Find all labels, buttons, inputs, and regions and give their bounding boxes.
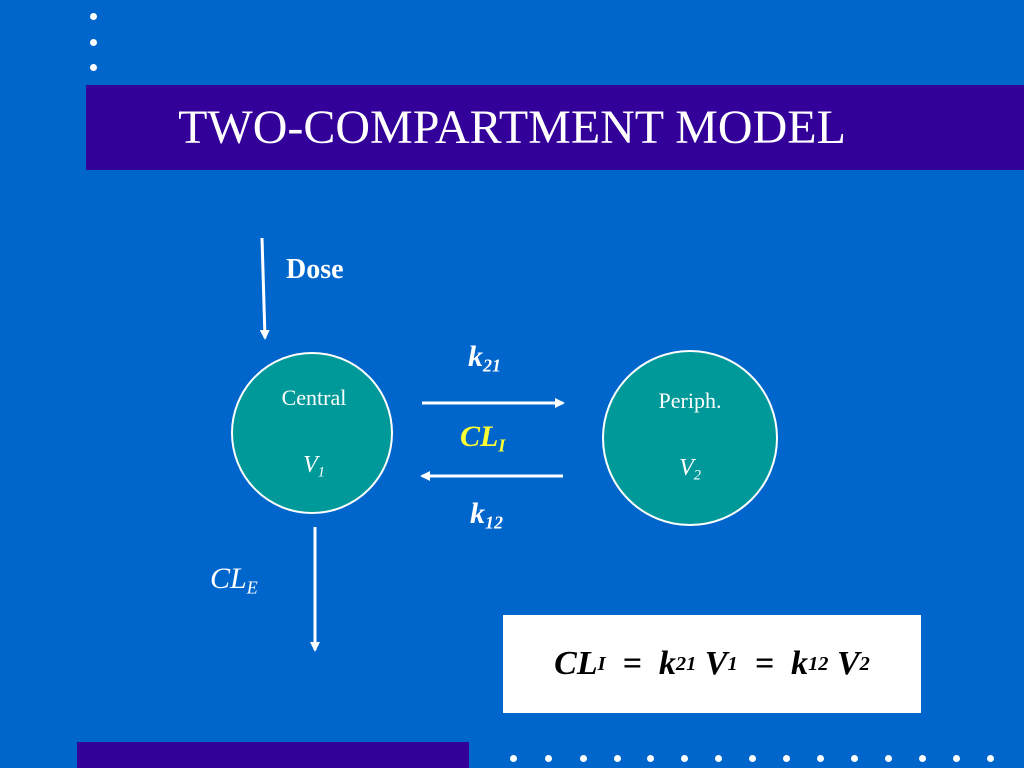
k12-label: k12	[470, 497, 503, 533]
decor-dot	[919, 755, 926, 762]
decor-dot	[885, 755, 892, 762]
decor-dot	[614, 755, 621, 762]
peripheral-compartment-volume: V2	[620, 455, 760, 484]
rate-subscript: 21	[483, 355, 501, 376]
decor-dot	[953, 755, 960, 762]
dose-label: Dose	[286, 254, 344, 285]
rate-subscript: 12	[485, 512, 503, 533]
decor-dot	[510, 755, 517, 762]
decor-dot	[749, 755, 756, 762]
decor-dot	[817, 755, 824, 762]
bottom-band	[77, 742, 469, 768]
rate-symbol: k	[468, 340, 483, 373]
dose-arrow	[259, 237, 270, 340]
eq-subscript: 2	[859, 652, 870, 675]
eq-subscript: 12	[808, 652, 829, 675]
eq-term: V	[696, 645, 728, 682]
decor-dot	[783, 755, 790, 762]
decor-dot	[90, 39, 97, 46]
eq-term: V	[828, 645, 860, 682]
eq-subscript: I	[597, 652, 606, 675]
k21-label: k21	[468, 340, 501, 376]
volume-symbol: V	[679, 455, 694, 481]
elimination-clearance-label: CLE	[210, 562, 258, 598]
central-compartment-name: Central	[281, 385, 347, 410]
clearance-subscript: E	[246, 577, 258, 598]
intercompartmental-clearance-label: CLI	[460, 420, 505, 456]
decor-dot	[90, 13, 97, 20]
decor-dot	[545, 755, 552, 762]
decor-dot	[851, 755, 858, 762]
decor-dot	[681, 755, 688, 762]
clearance-subscript: I	[498, 435, 506, 456]
decor-dot	[647, 755, 654, 762]
clearance-symbol: CL	[210, 562, 247, 595]
eq-term: CL	[554, 645, 598, 682]
clearance-symbol: CL	[460, 420, 499, 453]
peripheral-compartment-name: Periph.	[658, 388, 722, 413]
central-compartment	[231, 352, 393, 514]
eq-term: = k	[737, 645, 809, 682]
eq-subscript: 21	[675, 652, 697, 675]
central-compartment-volume: V1	[244, 452, 384, 481]
volume-subscript: 2	[693, 467, 701, 484]
slide-title: TWO-COMPARTMENT MODEL	[178, 101, 846, 154]
title-band: TWO-COMPARTMENT MODEL	[86, 85, 1024, 170]
peripheral-compartment	[602, 350, 778, 526]
decor-dot	[715, 755, 722, 762]
eq-term: = k	[605, 645, 676, 682]
decor-dot	[580, 755, 587, 762]
volume-subscript: 1	[317, 464, 325, 481]
rate-symbol: k	[470, 497, 485, 530]
decor-dot	[90, 64, 97, 71]
decor-dot	[987, 755, 994, 762]
eq-subscript: 1	[727, 652, 738, 675]
volume-symbol: V	[303, 452, 318, 478]
